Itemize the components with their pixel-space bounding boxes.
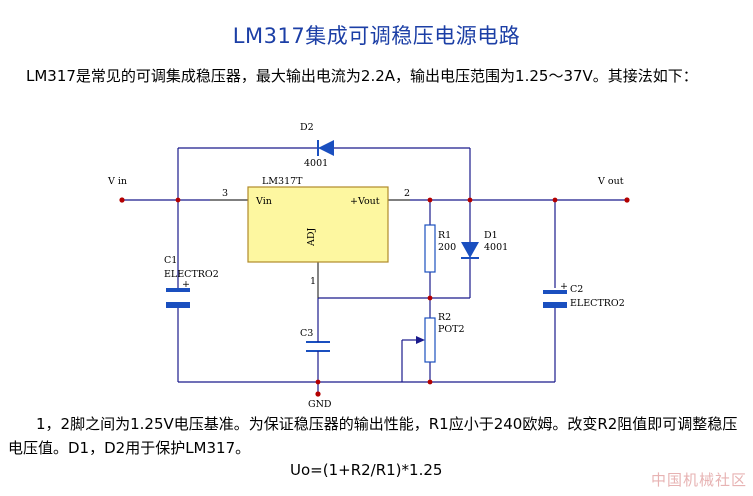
c3-ref-label: C3	[300, 328, 313, 339]
ic-pin-3-label: 3	[222, 188, 228, 199]
capacitor-c2	[543, 290, 567, 308]
r2-value-label: POT2	[438, 324, 465, 335]
c1-plus-sign: +	[182, 279, 190, 290]
potentiometer-wiper-arrow	[416, 336, 425, 344]
c2-ref-label: C2	[570, 284, 583, 295]
ic-vout-pin-label: +Vout	[350, 196, 380, 207]
intro-paragraph: LM317是常见的可调集成稳压器，最大输出电流为2.2A，输出电压范围为1.25…	[26, 67, 698, 85]
d1-value-label: 4001	[484, 242, 508, 253]
ic-pin-1-label: 1	[310, 276, 316, 287]
gnd-terminal	[315, 391, 321, 397]
c2-plus-sign: +	[560, 281, 568, 292]
ic-vin-pin-label: Vin	[255, 196, 272, 207]
lm317-ic	[247, 186, 389, 263]
d2-ref-label: D2	[300, 122, 314, 133]
r1-ref-label: R1	[438, 230, 451, 241]
r2-ref-label: R2	[438, 312, 451, 323]
gnd-label: GND	[308, 399, 332, 410]
ic-adj-pin-label: ADJ	[306, 228, 317, 247]
capacitor-c1	[166, 288, 190, 308]
vout-label: V out	[597, 176, 624, 187]
junction-nodes	[175, 197, 558, 385]
diode-d1	[461, 242, 479, 259]
diode-d2	[317, 140, 334, 156]
c2-value-label: ELECTRO2	[570, 298, 625, 309]
c1-value-label: ELECTRO2	[164, 269, 219, 280]
r1-value-label: 200	[438, 242, 456, 253]
output-voltage-formula: Uo=(1+R2/R1)*1.25	[290, 461, 443, 479]
capacitor-c3	[306, 341, 330, 352]
vout-terminal	[624, 197, 630, 203]
potentiometer-r2	[424, 317, 436, 363]
d2-value-label: 4001	[304, 158, 328, 169]
d1-ref-label: D1	[484, 230, 498, 241]
page-title: LM317集成可调稳压电源电路	[232, 24, 521, 48]
ic-pins	[210, 199, 410, 298]
watermark: 中国机械社区	[650, 471, 747, 489]
resistor-r1	[424, 224, 436, 273]
c1-ref-label: C1	[164, 255, 177, 266]
ic-pin-2-label: 2	[404, 188, 410, 199]
ic-name-label: LM317T	[262, 176, 303, 187]
vin-label: V in	[107, 176, 127, 187]
description-paragraph: 1，2脚之间为1.25V电压基准。为保证稳压器的输出性能，R1应小于240欧姆。…	[8, 415, 738, 457]
vin-terminal	[119, 197, 125, 203]
wires	[122, 147, 627, 394]
